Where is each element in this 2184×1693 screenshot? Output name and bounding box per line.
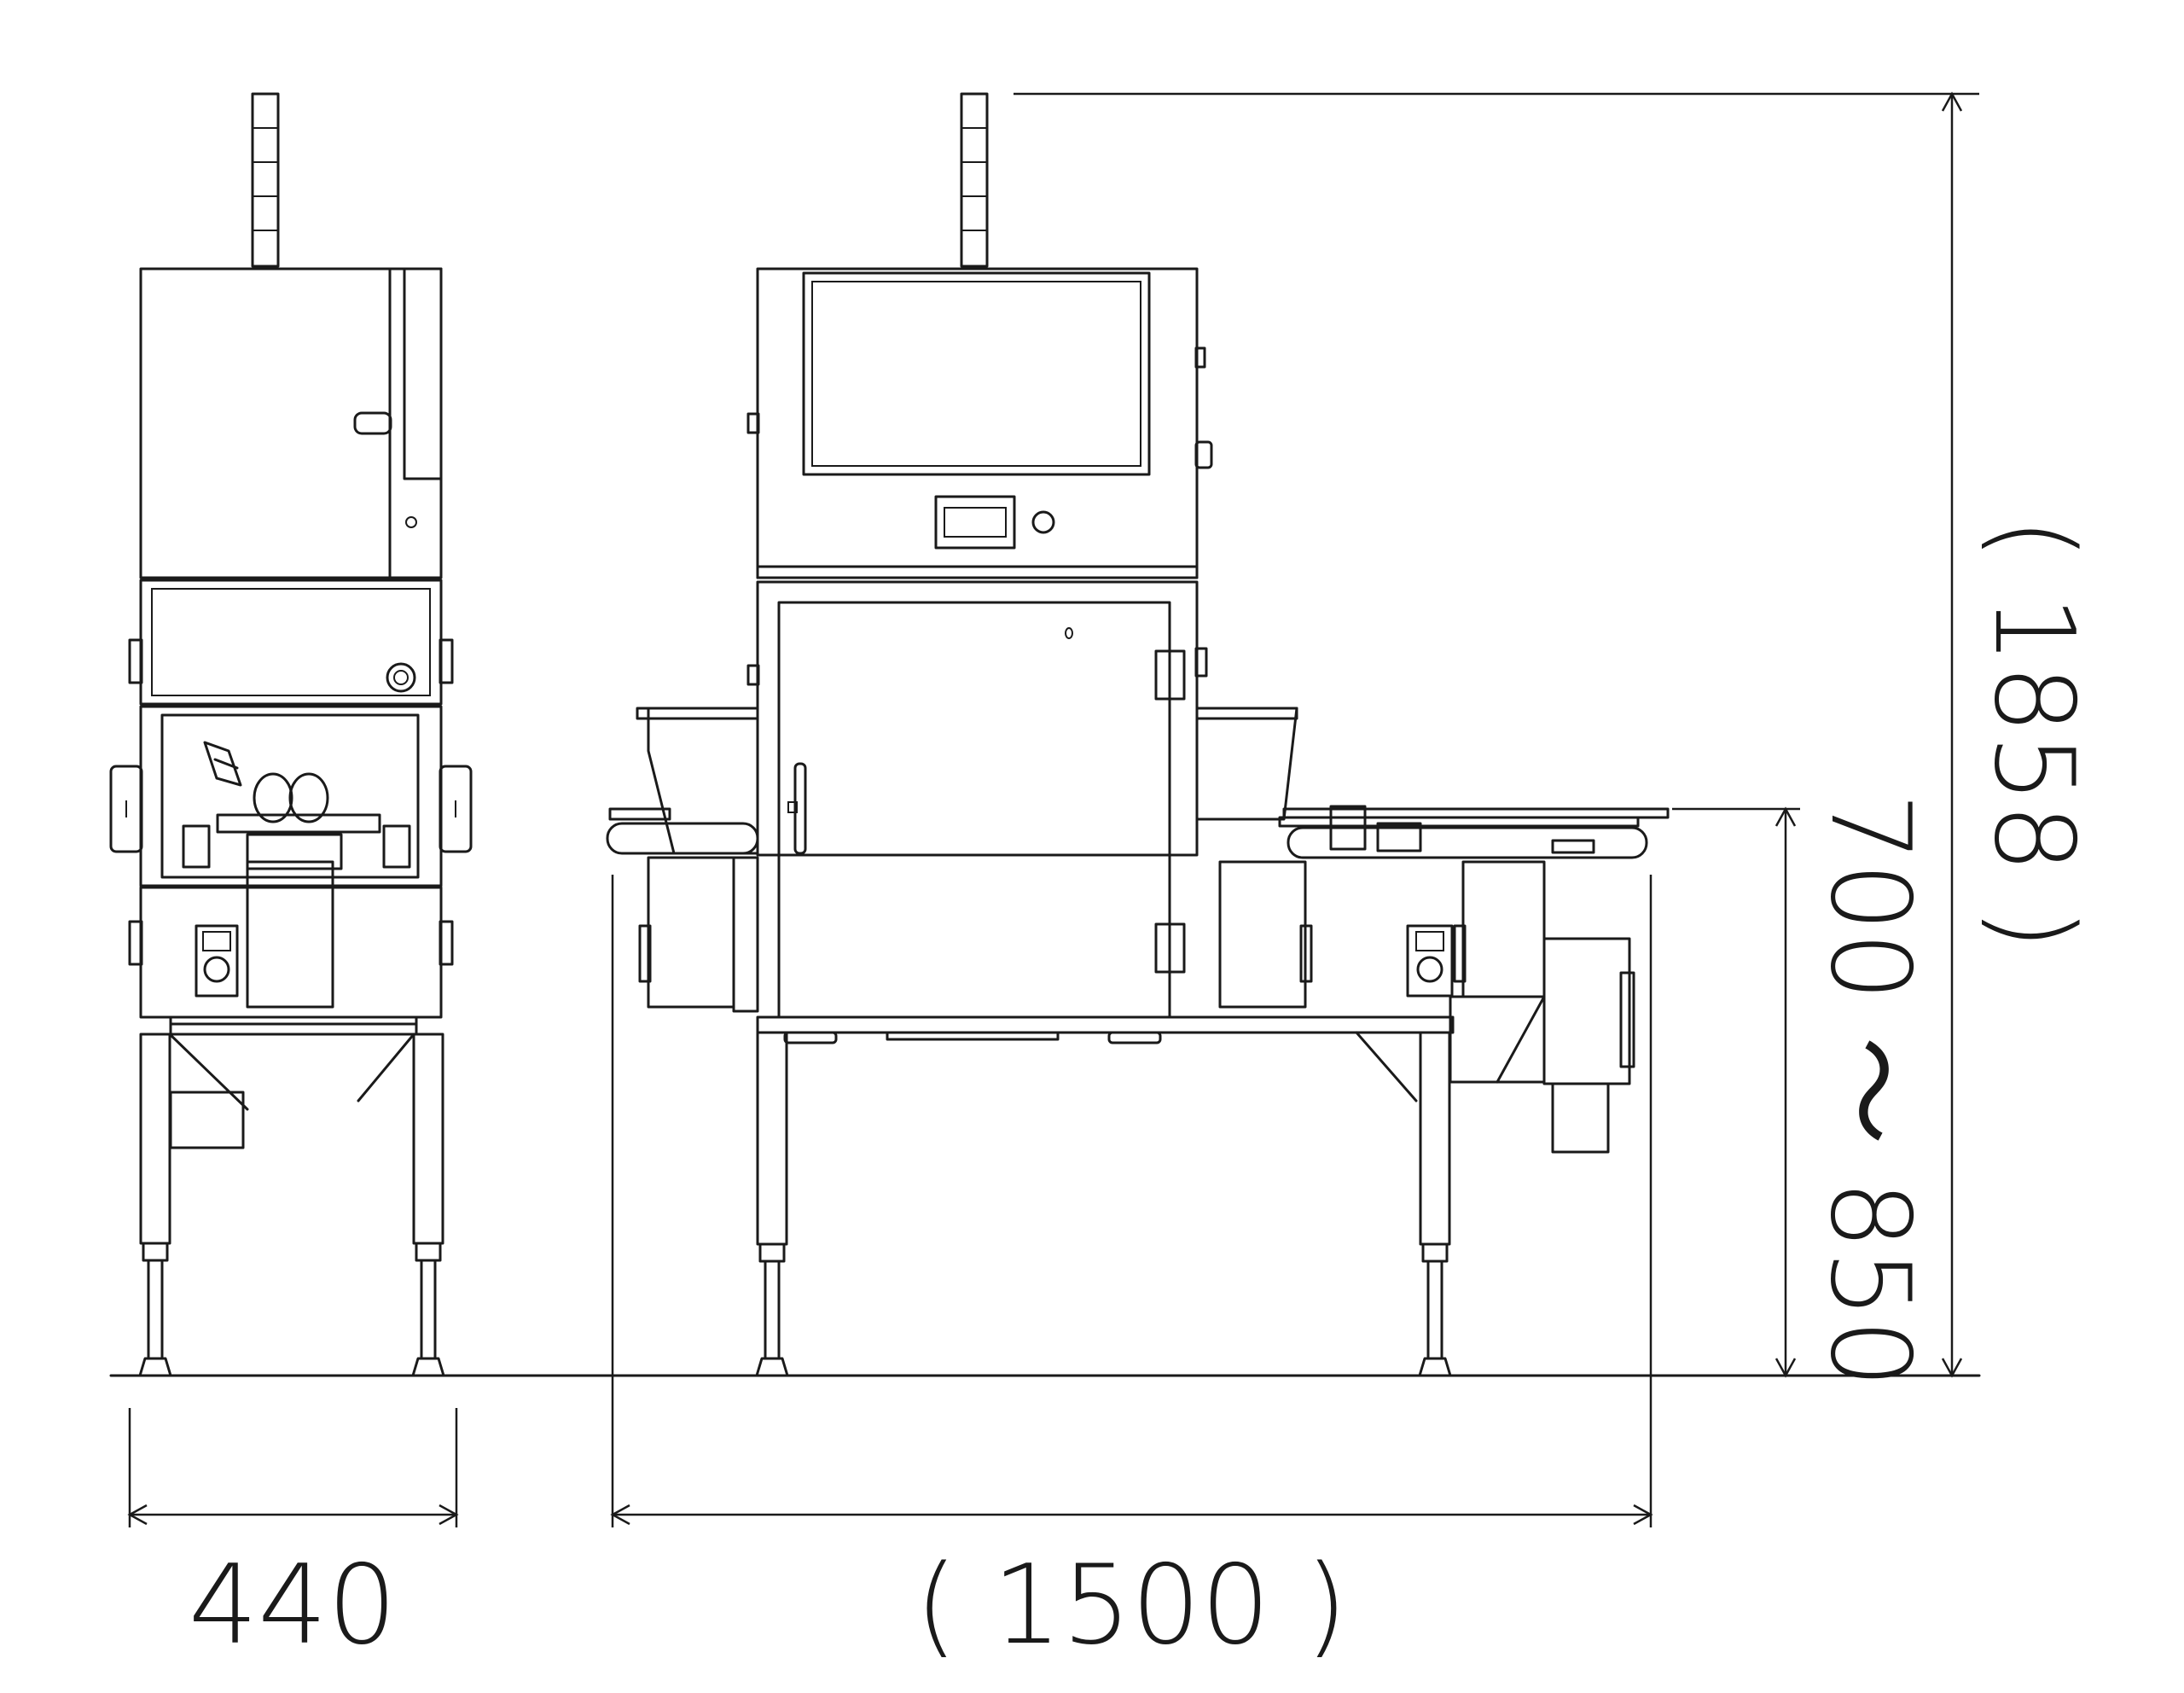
leg-right <box>1419 1031 1451 1246</box>
door-handle <box>793 762 807 855</box>
outfeed-hopper <box>1195 707 1298 821</box>
signal-tower <box>960 92 989 268</box>
upper-cabinet <box>139 267 392 579</box>
reject-box <box>169 1091 245 1149</box>
outfeed-cover-right <box>1461 860 1546 998</box>
door-latch <box>353 411 392 435</box>
leg-left <box>139 1033 171 1245</box>
motor-box <box>1406 924 1454 998</box>
dimension-conveyor-height-label: 700 ～ 850 <box>1806 793 1933 1388</box>
dimension-overall-height: ( 1858 ) <box>1014 91 2097 1378</box>
signal-tower <box>251 92 280 268</box>
infeed-conveyor <box>606 822 759 855</box>
dimension-conveyor-height: 700 ～ 850 <box>1672 793 1933 1388</box>
dimension-width-label: 440 <box>189 1542 397 1669</box>
base-frame <box>756 1015 1455 1034</box>
cabinet-door <box>777 601 1171 1019</box>
upper-cabinet <box>756 267 1199 579</box>
right-handle <box>439 765 473 853</box>
display-panel <box>934 495 1016 550</box>
leg-left <box>756 1031 788 1246</box>
side-view <box>109 92 473 1377</box>
sensor-block <box>1329 805 1367 851</box>
cabinet-door-edge <box>388 267 443 579</box>
dimension-overall-height-label: ( 1858 ) <box>1970 518 2097 951</box>
lower-cabinet <box>756 580 1199 857</box>
infeed-hopper <box>647 707 759 855</box>
dimension-length-label: ( 1500 ) <box>915 1542 1348 1669</box>
conveyor-belt <box>246 860 334 1009</box>
reject-unit <box>1542 937 1631 1085</box>
outfeed-cover-left <box>1218 860 1307 1009</box>
front-view <box>606 92 1670 1377</box>
dimension-width: 440 <box>127 1408 459 1669</box>
control-box <box>139 579 443 706</box>
left-handle <box>109 765 143 853</box>
dimension-length: ( 1500 ) <box>610 875 1653 1669</box>
junction-box <box>1376 822 1422 852</box>
lower-frame <box>139 886 443 1019</box>
infeed-motor-cover <box>647 856 735 1009</box>
leg-right <box>412 1033 444 1245</box>
indicator-lamp <box>1031 510 1055 534</box>
touch-screen <box>802 271 1151 476</box>
motor-box <box>195 924 239 998</box>
knob <box>386 662 416 693</box>
outfeed-conveyor <box>1287 826 1648 859</box>
reject-chute <box>1551 1082 1610 1154</box>
